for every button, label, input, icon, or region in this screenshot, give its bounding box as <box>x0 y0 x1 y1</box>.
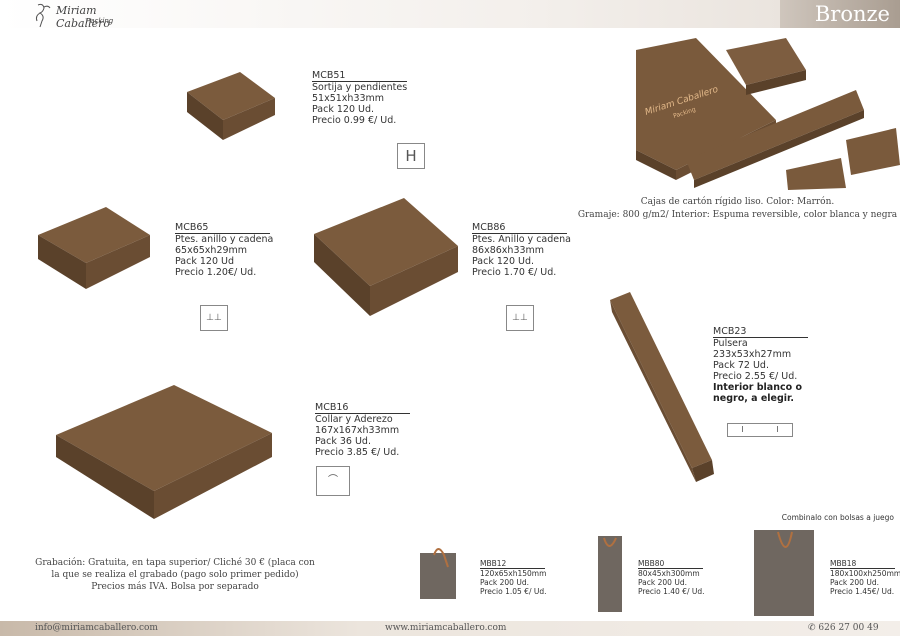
product-size: 51x51xh33mm <box>312 93 385 104</box>
bags-title: Combinalo con bolsas a juego <box>781 513 894 522</box>
box-image-mcb65 <box>38 207 150 289</box>
product-code: MCB16 <box>315 402 410 414</box>
caption-line-1: Cajas de cartón rígido liso. Color: Marr… <box>640 197 835 207</box>
brand-logo[interactable]: Miriam Caballero Packing <box>30 2 150 30</box>
product-pack: Pack 36 Ud. <box>315 436 371 447</box>
product-note: Interior blanco o negro, a elegir. <box>713 382 802 404</box>
hero-product-image: Miriam Caballero Packing <box>636 30 900 190</box>
product-code: MCB86 <box>472 222 567 234</box>
phone-number: 626 27 00 49 <box>818 623 879 633</box>
earring-chain-insert-icon: ⊥⊥ <box>506 305 534 331</box>
product-price: Precio 1.70 €/ Ud. <box>472 267 557 278</box>
product-size: 233x53xh27mm <box>713 349 792 360</box>
product-size: 65x65xh29mm <box>175 245 248 256</box>
brand-name: Miriam Caballero <box>56 4 111 30</box>
product-name: Collar y Aderezo <box>315 414 393 425</box>
product-name: Ptes. Anillo y cadena <box>472 234 571 245</box>
footer-email[interactable]: info@miriamcaballero.com <box>35 623 158 633</box>
box-image-mcb16 <box>56 385 272 519</box>
product-pack: Pack 72 Ud. <box>713 360 769 371</box>
product-mcb23: MCB23 Pulsera 233x53xh27mm Pack 72 Ud. P… <box>713 326 833 404</box>
necklace-insert-icon: ⌒ <box>316 466 350 496</box>
caption-line-2: Gramaje: 800 g/m2/ Interior: Espuma reve… <box>577 210 898 220</box>
product-price: Precio 2.55 €/ Ud. <box>713 371 798 382</box>
brand-subtitle: Packing <box>86 17 114 25</box>
product-pack: Pack 120 Ud <box>175 256 235 267</box>
ring-insert-icon: H <box>397 143 425 169</box>
header-band <box>0 0 900 28</box>
bag-image-mbb80 <box>598 536 622 612</box>
product-name: Ptes. anillo y cadena <box>175 234 274 245</box>
bracelet-insert-icon: I I <box>727 423 793 437</box>
lady-silhouette-icon <box>35 3 51 28</box>
box-image-mcb86 <box>314 198 458 316</box>
hero-caption: Cajas de cartón rígido liso. Color: Marr… <box>575 196 900 222</box>
product-size: 86x86xh33mm <box>472 245 545 256</box>
note-line: Precios más IVA. Bolsa por separado <box>91 582 259 592</box>
whatsapp-icon: ✆ <box>808 623 816 633</box>
note-line: la que se realiza el grabado (pago solo … <box>51 570 299 580</box>
product-pack: Pack 120 Ud. <box>312 104 375 115</box>
footer-website[interactable]: www.miriamcaballero.com <box>385 623 507 633</box>
box-image-mcb23 <box>610 292 714 482</box>
product-price: Precio 1.20€/ Ud. <box>175 267 257 278</box>
engraving-notes: Grabación: Gratuita, en tapa superior/ C… <box>25 557 325 593</box>
product-mcb65: MCB65 Ptes. anillo y cadena 65x65xh29mm … <box>175 222 273 278</box>
product-name: Sortija y pendientes <box>312 82 408 93</box>
product-mcb51: MCB51 Sortija y pendientes 51x51xh33mm P… <box>312 70 407 126</box>
box-image-mcb51 <box>187 72 275 140</box>
section-title: Bronze <box>780 0 900 28</box>
product-price: Precio 3.85 €/ Ud. <box>315 447 400 458</box>
footer-bar: info@miriamcaballero.com www.miriamcabal… <box>0 621 900 636</box>
note-line: Grabación: Gratuita, en tapa superior/ C… <box>35 558 315 568</box>
product-mcb16: MCB16 Collar y Aderezo 167x167xh33mm Pac… <box>315 402 410 458</box>
product-code: MCB65 <box>175 222 270 234</box>
product-pack: Pack 120 Ud. <box>472 256 535 267</box>
bag-image-mbb12 <box>420 548 456 599</box>
earring-chain-insert-icon: ⊥⊥ <box>200 305 228 331</box>
product-code: MCB51 <box>312 70 407 82</box>
product-mcb86: MCB86 Ptes. Anillo y cadena 86x86xh33mm … <box>472 222 571 278</box>
bag-image-mbb18 <box>754 530 814 616</box>
product-code: MCB23 <box>713 326 808 338</box>
product-size: 167x167xh33mm <box>315 425 400 436</box>
footer-phone: ✆ 626 27 00 49 <box>808 621 879 636</box>
product-name: Pulsera <box>713 338 748 349</box>
product-price: Precio 0.99 €/ Ud. <box>312 115 397 126</box>
